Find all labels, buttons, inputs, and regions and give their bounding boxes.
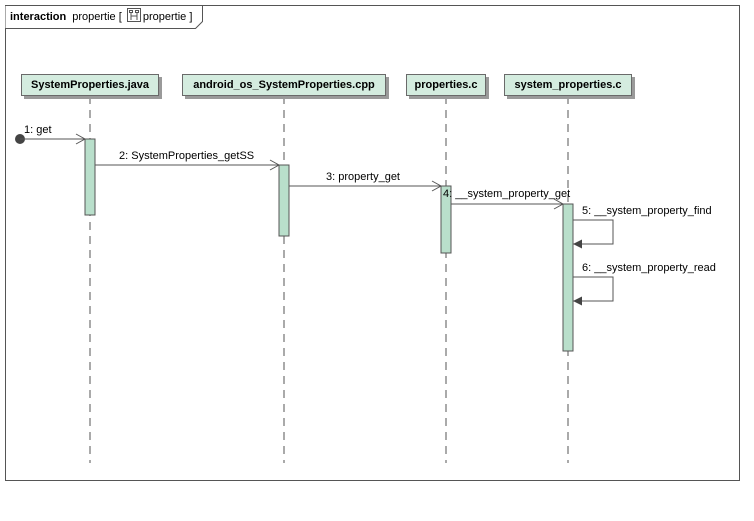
message-5-label: 5: __system_property_find [582,205,712,217]
frame-tab [5,5,203,29]
lifeline-head-systemproperties-java: SystemProperties.java [21,74,159,96]
message-1-label: 1: get [24,124,52,136]
activation-bar-systemproperties-java [84,138,96,216]
message-3-arrowhead [431,180,443,192]
interaction-ref-icon [126,8,141,25]
message-4-arrowhead [553,198,565,210]
frame-title: interaction propertie [ propertie ] [10,8,192,25]
lifeline-label: system_properties.c [514,79,622,91]
interaction-frame [5,5,740,481]
message-4-label: 4: __system_property_get [443,188,571,200]
activation-bar-system-properties-c [562,203,574,352]
frame-open-bracket: [ [118,11,122,23]
message-5-arrowhead [573,239,582,249]
message-6-arrowhead [573,296,582,306]
message-6-self-line [573,276,614,302]
frame-keyword: interaction [10,11,67,23]
message-1-arrowhead [75,133,87,145]
message-2-arrowhead [269,159,281,171]
message-3-label: 3: property_get [326,171,400,183]
frame-close-bracket: ] [189,11,193,23]
lifeline-head-system-properties-c: system_properties.c [504,74,632,96]
message-6-label: 6: __system_property_read [582,262,716,274]
frame-name: propertie [72,11,116,23]
lifeline-label: SystemProperties.java [30,79,149,91]
lifeline-label: properties.c [414,79,478,91]
lifeline-label: android_os_SystemProperties.cpp [193,79,375,91]
activation-bar-android-os-cpp [278,164,290,237]
message-5-self-line [573,219,614,245]
frame-ref-name: propertie [142,11,187,23]
message-2-label: 2: SystemProperties_getSS [119,150,255,162]
lifeline-head-android-os-systemproperties-cpp: android_os_SystemProperties.cpp [182,74,386,96]
activation-bar-properties-c [440,185,452,254]
lifeline-head-properties-c: properties.c [406,74,486,96]
